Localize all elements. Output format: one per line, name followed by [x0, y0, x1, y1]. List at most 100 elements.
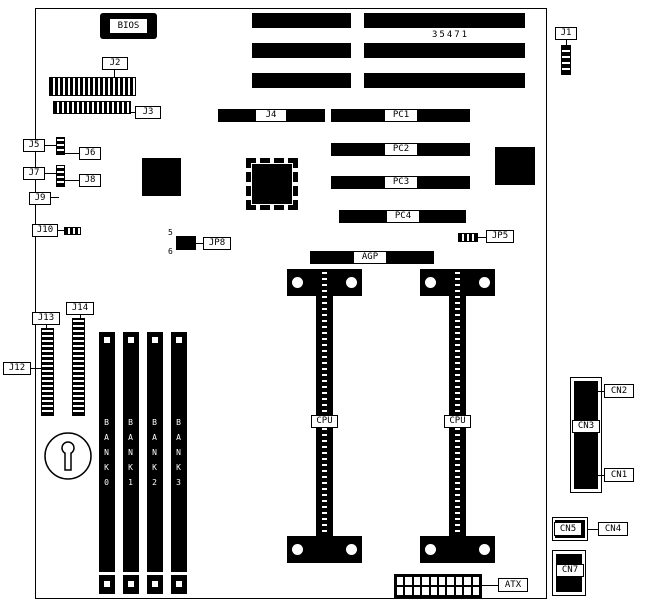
jumper-label-j13: J13: [32, 312, 60, 325]
memory-bank-3-label: BANK3: [174, 418, 183, 493]
memory-bank-3: BANK3: [171, 332, 187, 572]
bank-latch: [152, 337, 158, 343]
jumper-label-jp8: JP8: [203, 237, 231, 250]
bios-chip: BIOS: [100, 13, 157, 39]
leader-line: [46, 325, 47, 328]
leader-line: [31, 368, 41, 369]
chip-ic-right: [495, 147, 535, 185]
slot-agp: AGP: [310, 251, 434, 264]
rear-connector-cn4-label: CN4: [598, 522, 628, 536]
slot-j4-label: J4: [256, 110, 286, 121]
isa-slot-bar: [252, 43, 351, 58]
slot-pc2-label: PC2: [385, 144, 417, 155]
isa-slot-bar: [252, 13, 351, 28]
isa-slot-bar: [252, 73, 351, 88]
rear-connector-cn2-label: CN2: [604, 384, 634, 398]
memory-bank-1-end: [123, 575, 139, 594]
slot-pc3-label: PC3: [385, 177, 417, 188]
mounting-hole: [346, 277, 357, 288]
bank-latch: [152, 581, 158, 587]
rear-connector-cn5-label: CN5: [554, 522, 582, 536]
leader-line: [588, 529, 598, 530]
leader-line: [51, 197, 59, 198]
leader-line: [114, 70, 115, 77]
leader-line: [45, 173, 56, 174]
memory-bank-2: BANK2: [147, 332, 163, 572]
leader-line: [80, 315, 81, 318]
memory-bank-0: BANK0: [99, 332, 115, 572]
mounting-hole: [479, 277, 490, 288]
cpu-slot1-bottom-bracket: [287, 536, 362, 563]
leader-line: [598, 391, 604, 392]
bank-latch: [104, 581, 110, 587]
connector-j13: [41, 328, 54, 416]
cpu-slot2-label: CPU: [444, 415, 471, 428]
mounting-hole: [292, 277, 303, 288]
mounting-hole: [479, 544, 490, 555]
slot-j4: J4: [218, 109, 325, 122]
jumper-label-j14: J14: [66, 302, 94, 315]
rear-connector-cn1-label: CN1: [604, 468, 634, 482]
slot-pc4: PC4: [339, 210, 466, 223]
isa-slot-bar: [364, 13, 525, 28]
bank-latch: [128, 581, 134, 587]
isa-slot-bar: [364, 73, 525, 88]
rear-connector-cn7-port: [556, 575, 582, 592]
leader-line: [482, 585, 498, 586]
jumper-label-j1: J1: [555, 27, 577, 40]
bank-latch: [176, 581, 182, 587]
mounting-hole: [346, 544, 357, 555]
memory-bank-0-end: [99, 575, 115, 594]
jumper-strip-j5-j6: [56, 137, 65, 155]
mounting-hole: [425, 544, 436, 555]
leader-line: [196, 243, 203, 244]
bank-latch: [176, 337, 182, 343]
leader-line: [566, 40, 567, 45]
bank-latch: [104, 337, 110, 343]
memory-bank-3-end: [171, 575, 187, 594]
bank-latch: [128, 337, 134, 343]
jp8-pin5: 5: [168, 228, 173, 237]
rear-connector-cn3-label: CN3: [572, 420, 600, 433]
leader-line: [131, 112, 135, 113]
jumper-label-j6: J6: [79, 147, 101, 160]
leader-line: [478, 237, 486, 238]
jumper-label-j3: J3: [135, 106, 161, 119]
leader-line: [65, 153, 79, 154]
connector-j2: [49, 77, 136, 96]
connector-j3: [53, 101, 131, 114]
leader-line: [598, 475, 604, 476]
slot-pc3: PC3: [331, 176, 470, 189]
leader-line: [45, 145, 56, 146]
jumper-label-j9: J9: [29, 192, 51, 205]
atx-label: ATX: [498, 578, 528, 592]
battery: [44, 432, 92, 480]
jumper-label-j10: J10: [32, 224, 58, 237]
memory-bank-2-label: BANK2: [150, 418, 159, 493]
chip-ic-left: [142, 158, 181, 196]
isa-slot-bar: [364, 43, 525, 58]
part-number: 35471: [432, 30, 470, 40]
memory-bank-2-end: [147, 575, 163, 594]
jumper-jp8: [176, 236, 196, 250]
jumper-j10: [64, 227, 81, 235]
slot-pc1-label: PC1: [385, 110, 417, 121]
jumper-jp5: [458, 233, 478, 242]
slot-pc4-label: PC4: [387, 211, 419, 222]
mounting-hole: [292, 544, 303, 555]
slot-agp-label: AGP: [354, 252, 386, 263]
leader-line: [58, 230, 64, 231]
connector-j14: [72, 318, 85, 416]
jumper-label-j12: J12: [3, 362, 31, 375]
jumper-label-j5: J5: [23, 139, 45, 152]
memory-bank-1: BANK1: [123, 332, 139, 572]
leader-line: [65, 180, 79, 181]
memory-bank-0-label: BANK0: [102, 418, 111, 493]
jumper-label-j2: J2: [102, 57, 128, 70]
chip-qfp-core: [252, 164, 292, 204]
memory-bank-1-label: BANK1: [126, 418, 135, 493]
jumper-label-jp5: JP5: [486, 230, 514, 243]
chip-qfp-center: [246, 158, 298, 210]
jp8-pin6: 6: [168, 247, 173, 256]
